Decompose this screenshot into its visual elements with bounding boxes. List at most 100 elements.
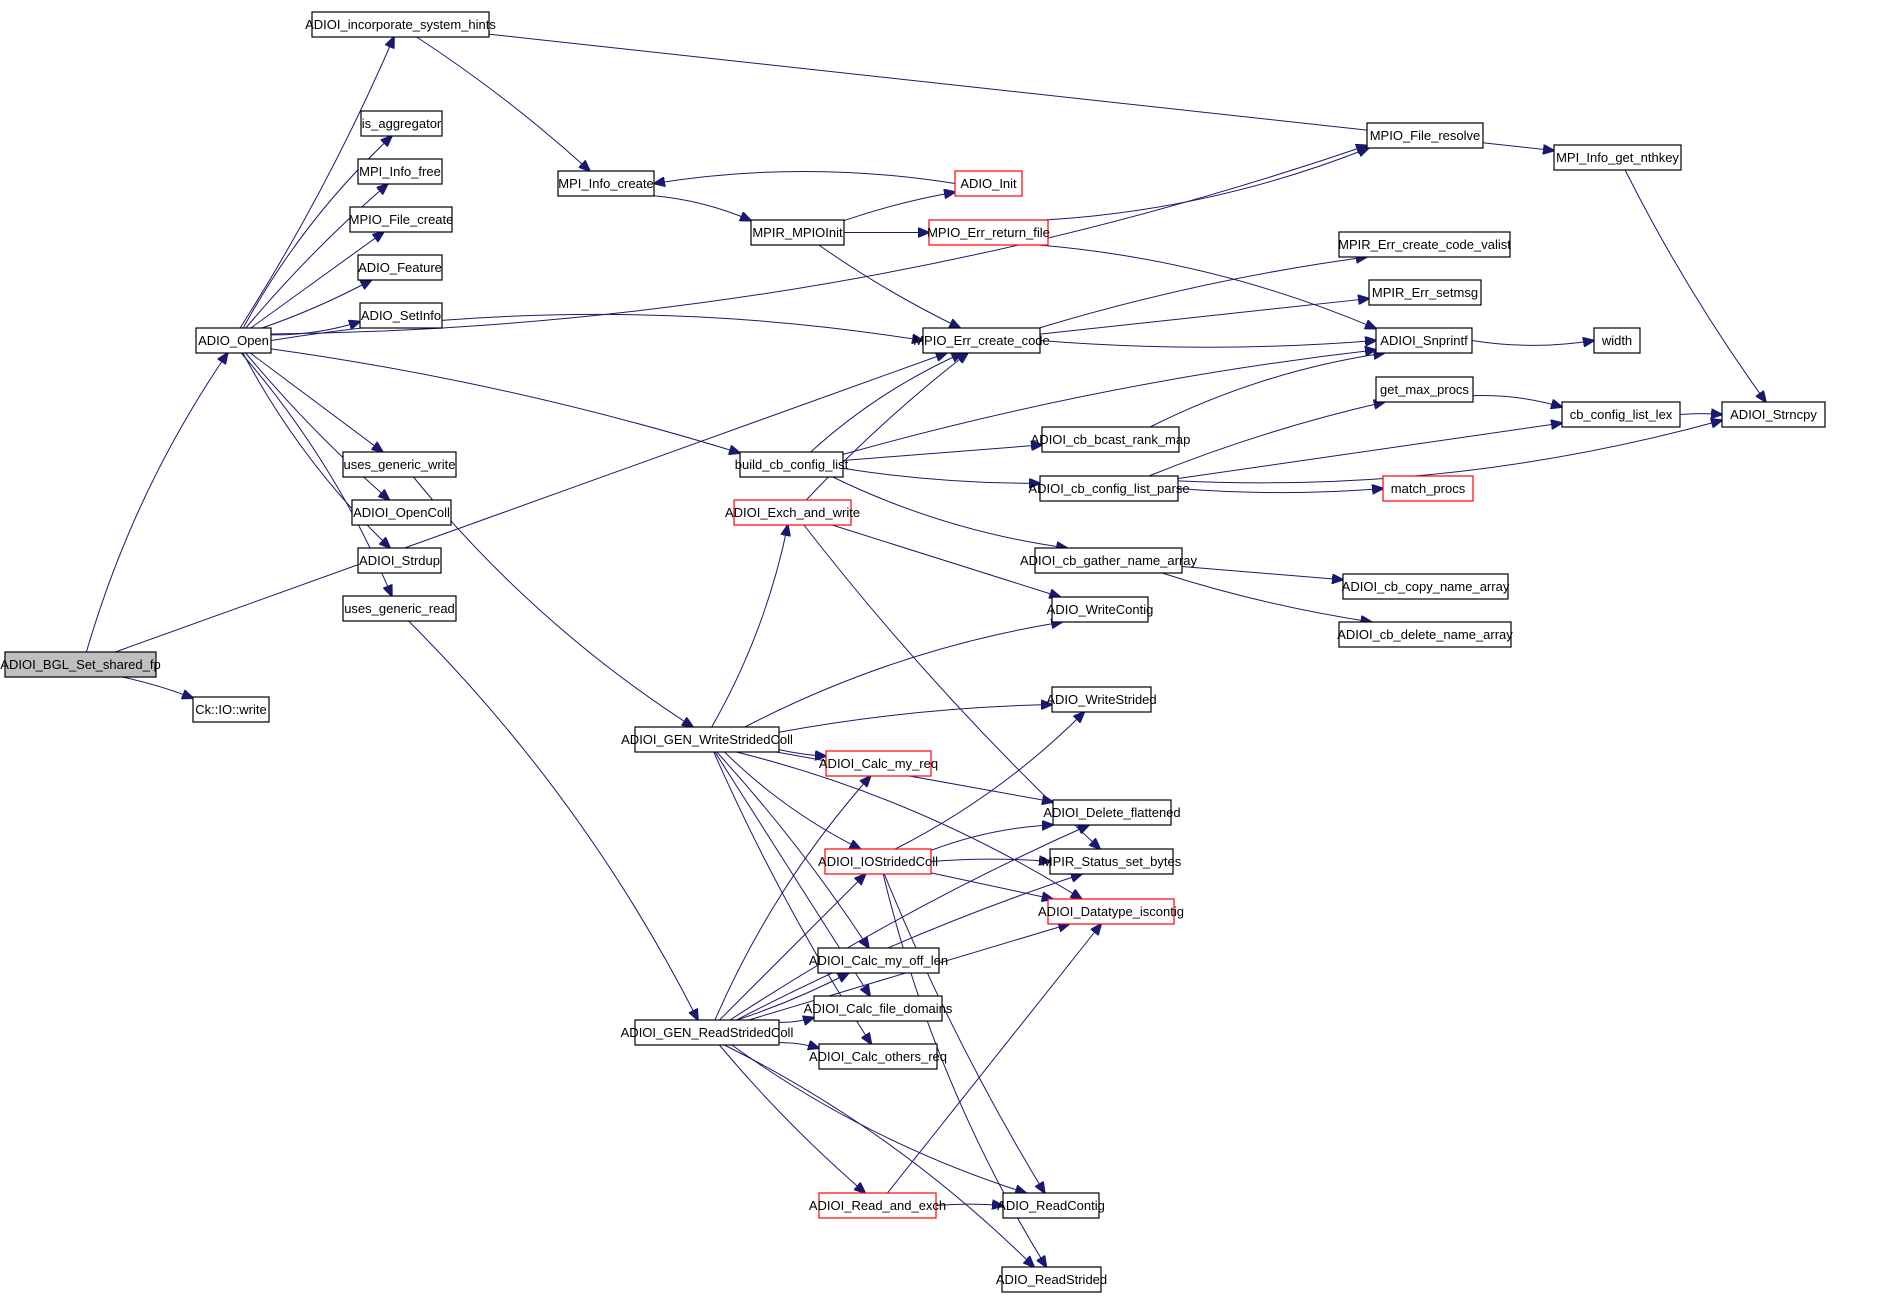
function-node[interactable]: MPIO_Err_create_code: [913, 327, 1050, 354]
function-node[interactable]: ADIO_WriteStrided: [1046, 686, 1157, 713]
node-box[interactable]: [1375, 327, 1473, 354]
node-box[interactable]: [1041, 426, 1180, 453]
root-function-node[interactable]: ADIOI_BGL_Set_shared_fp: [0, 651, 161, 678]
node-box[interactable]: [1002, 1192, 1100, 1219]
function-node[interactable]: ADIOI_GEN_WriteStridedColl: [621, 726, 793, 753]
function-node[interactable]: build_cb_config_list: [735, 451, 849, 478]
function-node[interactable]: ADIOI_cb_config_list_parse: [1028, 475, 1190, 502]
node-box[interactable]: [1051, 686, 1152, 713]
function-node[interactable]: ADIOI_Strncpy: [1721, 401, 1826, 428]
function-node[interactable]: is_aggregator: [360, 110, 443, 137]
function-node[interactable]: ADIO_ReadContig: [997, 1192, 1105, 1219]
node-box[interactable]: [351, 499, 452, 526]
function-node[interactable]: uses_generic_write: [342, 451, 457, 478]
node-box[interactable]: [634, 726, 780, 753]
function-node[interactable]: ADIOI_Calc_my_off_len: [809, 947, 948, 974]
function-node[interactable]: ADIOI_cb_copy_name_array: [1342, 573, 1510, 600]
node-box[interactable]: [1375, 376, 1474, 403]
function-node[interactable]: MPI_Info_free: [357, 158, 443, 185]
function-node[interactable]: ADIOI_Strdup: [357, 547, 442, 574]
node-box[interactable]: [342, 451, 457, 478]
function-node[interactable]: ADIOI_Datatype_iscontig: [1038, 898, 1184, 925]
node-box[interactable]: [192, 696, 270, 723]
function-node[interactable]: ADIO_SetInfo: [359, 302, 443, 329]
node-box[interactable]: [1342, 573, 1509, 600]
function-node[interactable]: MPIR_MPIOInit: [750, 219, 845, 246]
node-box[interactable]: [818, 1043, 938, 1070]
node-box[interactable]: [813, 995, 943, 1022]
node-box[interactable]: [359, 302, 443, 329]
function-node[interactable]: MPIO_Err_return_file: [927, 219, 1050, 246]
function-node[interactable]: ADIO_ReadStrided: [996, 1266, 1107, 1293]
node-box[interactable]: [360, 110, 443, 137]
function-node[interactable]: ADIOI_Exch_and_write: [725, 499, 860, 526]
function-node[interactable]: MPIO_File_resolve: [1366, 122, 1484, 149]
node-box[interactable]: [817, 947, 940, 974]
function-node[interactable]: ADIOI_cb_gather_name_array: [1020, 547, 1198, 574]
function-node[interactable]: ADIOI_Calc_file_domains: [804, 995, 953, 1022]
node-box[interactable]: [1051, 596, 1149, 623]
node-box[interactable]: [557, 170, 655, 197]
node-box[interactable]: [824, 848, 932, 875]
function-node[interactable]: match_procs: [1382, 475, 1474, 502]
node-box[interactable]: [733, 499, 852, 526]
node-box[interactable]: [739, 451, 844, 478]
function-node[interactable]: ADIOI_cb_delete_name_array: [1337, 621, 1513, 648]
node-box[interactable]: [1368, 279, 1482, 306]
function-node[interactable]: uses_generic_read: [342, 595, 457, 622]
node-box[interactable]: [928, 219, 1049, 246]
function-node[interactable]: MPI_Info_create: [557, 170, 655, 197]
node-box[interactable]: [1052, 799, 1172, 826]
node-box[interactable]: [1039, 475, 1179, 502]
function-node[interactable]: ADIOI_IOStridedColl: [818, 848, 938, 875]
function-node[interactable]: ADIOI_Delete_flattened: [1043, 799, 1181, 826]
function-node[interactable]: ADIOI_cb_bcast_rank_map: [1031, 426, 1191, 453]
node-box[interactable]: [1593, 327, 1641, 354]
function-node[interactable]: MPIR_Err_setmsg: [1368, 279, 1482, 306]
function-node[interactable]: cb_config_list_lex: [1561, 401, 1681, 428]
node-box[interactable]: [1382, 475, 1474, 502]
node-box[interactable]: [311, 11, 490, 38]
function-node[interactable]: width: [1593, 327, 1641, 354]
node-box[interactable]: [1366, 122, 1484, 149]
node-box[interactable]: [1047, 898, 1175, 925]
node-box[interactable]: [954, 170, 1023, 197]
node-box[interactable]: [195, 327, 272, 354]
function-node[interactable]: ADIOI_Calc_others_req: [809, 1043, 947, 1070]
node-box[interactable]: [349, 206, 453, 233]
function-node[interactable]: ADIOI_Read_and_exch: [809, 1192, 946, 1219]
node-box[interactable]: [1553, 144, 1682, 171]
function-node[interactable]: ADIO_WriteContig: [1047, 596, 1154, 623]
node-box[interactable]: [1338, 231, 1511, 258]
node-box[interactable]: [825, 750, 932, 777]
node-box[interactable]: [1721, 401, 1826, 428]
node-box[interactable]: [4, 651, 157, 678]
function-node[interactable]: MPIR_Status_set_bytes: [1042, 848, 1182, 875]
node-box[interactable]: [357, 547, 442, 574]
node-box[interactable]: [1001, 1266, 1102, 1293]
function-node[interactable]: ADIOI_incorporate_system_hints: [305, 11, 496, 38]
node-box[interactable]: [1561, 401, 1681, 428]
node-box[interactable]: [1034, 547, 1183, 574]
function-node[interactable]: get_max_procs: [1375, 376, 1474, 403]
node-box[interactable]: [634, 1019, 780, 1046]
node-box[interactable]: [922, 327, 1041, 354]
function-node[interactable]: ADIO_Open: [195, 327, 272, 354]
function-node[interactable]: ADIOI_GEN_ReadStridedColl: [621, 1019, 794, 1046]
function-node[interactable]: MPI_Info_get_nthkey: [1553, 144, 1682, 171]
function-node[interactable]: ADIOI_Snprintf: [1375, 327, 1473, 354]
node-box[interactable]: [357, 254, 443, 281]
function-node[interactable]: ADIO_Feature: [357, 254, 443, 281]
function-node[interactable]: ADIO_Init: [954, 170, 1023, 197]
function-node[interactable]: Ck::IO::write: [192, 696, 270, 723]
function-node[interactable]: MPIO_File_create: [349, 206, 454, 233]
function-node[interactable]: ADIOI_OpenColl: [351, 499, 452, 526]
node-box[interactable]: [1049, 848, 1174, 875]
function-node[interactable]: MPIR_Err_create_code_valist: [1338, 231, 1511, 258]
node-box[interactable]: [750, 219, 845, 246]
node-box[interactable]: [1338, 621, 1512, 648]
function-node[interactable]: ADIOI_Calc_my_req: [819, 750, 938, 777]
node-box[interactable]: [342, 595, 457, 622]
node-box[interactable]: [818, 1192, 937, 1219]
node-box[interactable]: [357, 158, 443, 185]
